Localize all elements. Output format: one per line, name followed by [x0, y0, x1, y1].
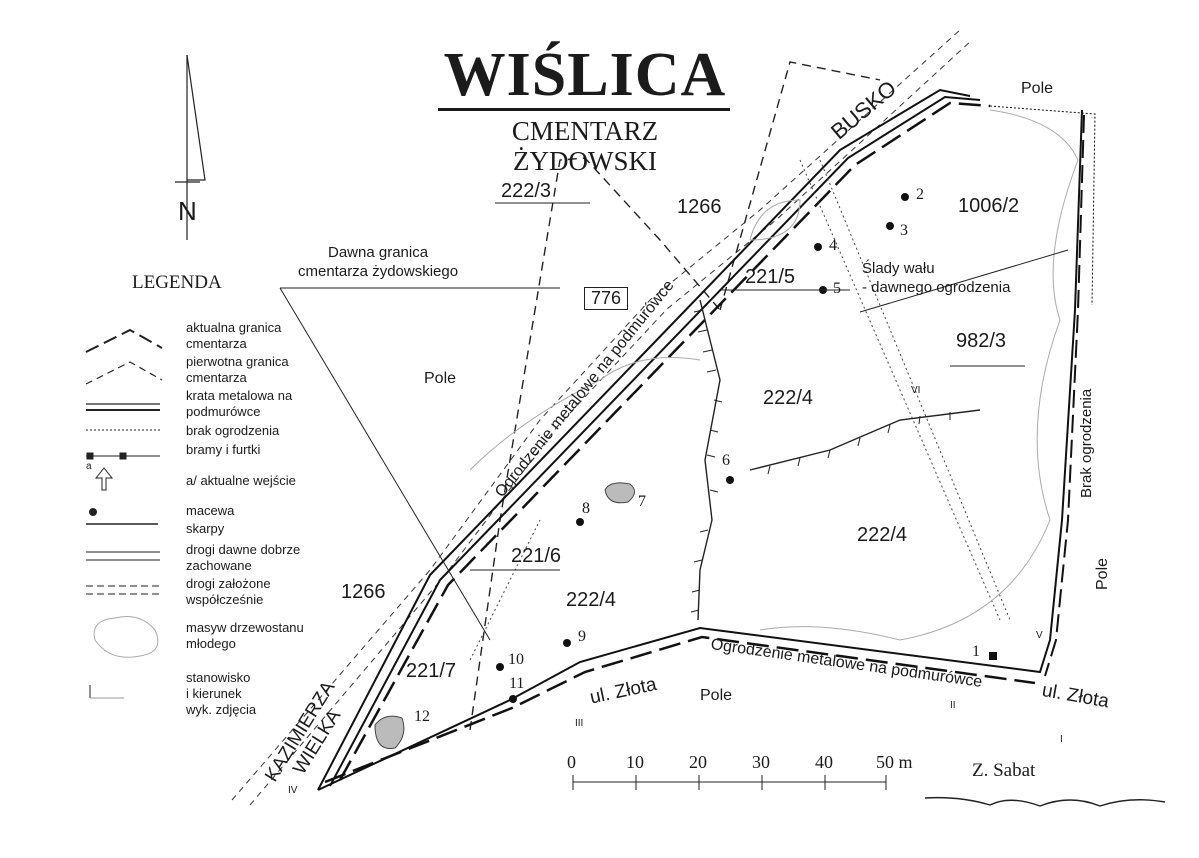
viewpoint-label: I: [1060, 734, 1063, 745]
parcel-label: 222/4: [566, 589, 617, 611]
map-subtitle: CMENTARZ ŻYDOWSKI: [511, 116, 659, 176]
author-signature: [924, 796, 1166, 807]
north-label: N: [178, 196, 197, 226]
matzevah-number: 11: [509, 675, 525, 692]
legend-item: aktualna granica cmentarza: [186, 320, 282, 351]
modern-paths: [469, 159, 1011, 661]
tree-masses: [469, 109, 1079, 641]
viewpoint-label: II: [950, 700, 956, 711]
legend-item: masyw drzewostanu młodego: [186, 620, 304, 651]
parcel-label: 1006/2: [958, 195, 1020, 217]
legend-item: krata metalowa na podmurówce: [186, 388, 293, 419]
pond-12: [374, 715, 405, 750]
scale-tick-label: 20: [689, 752, 707, 772]
matzevah-number: 10: [508, 651, 524, 668]
scale-tick-label: 30: [752, 752, 770, 772]
scale-tick-label: 40: [815, 752, 833, 772]
scale-bar: [572, 775, 887, 790]
viewpoint-label: III: [575, 718, 584, 729]
parcel-label: 222/4: [763, 387, 814, 409]
matzevah-number: 6: [722, 452, 730, 469]
map-title: WIŚLICA: [443, 41, 727, 109]
old-boundary-label: Dawna granica cmentarza żydowskiego: [298, 244, 459, 280]
legend-heading: LEGENDA: [132, 272, 222, 293]
matzevah-number: 7: [638, 493, 646, 510]
legend-symbols: [85, 328, 163, 699]
scale-tick-label: 10: [626, 752, 644, 772]
parcel-label: 221/5: [745, 266, 796, 288]
parcel-label: 776: [584, 287, 629, 310]
parcel-label: 221/6: [511, 545, 562, 567]
legend-item: bramy i furtki: [186, 442, 261, 457]
escarpments: [697, 299, 981, 621]
viewpoint-label: V: [1036, 630, 1043, 641]
legend-item: brak ogrodzenia: [186, 423, 280, 438]
original-boundary: [469, 61, 881, 731]
title-underline: [438, 108, 730, 111]
matzevah-number: 12: [414, 708, 430, 725]
matzevah-number: 5: [833, 280, 841, 297]
legend-item: drogi założone współcześnie: [186, 576, 271, 607]
field-label: Pole: [1094, 557, 1111, 590]
parcel-label: 1266: [677, 196, 722, 218]
matzevah-number: 4: [829, 237, 837, 254]
legend-item: a/ aktualne wejście: [186, 473, 296, 488]
escarpment-ticks: [690, 309, 951, 613]
pond-7: [604, 482, 635, 504]
legend-gate-marker: a: [86, 461, 92, 472]
road-busko: [231, 29, 973, 806]
parcel-label: 222/4: [857, 524, 908, 546]
legend-item: stanowisko i kierunek wyk. zdjęcia: [186, 670, 257, 717]
parcel-label: 222/3: [501, 180, 552, 202]
matzevah-dots: [496, 193, 997, 703]
north-arrow: [175, 54, 206, 240]
current-boundary: [317, 88, 1096, 791]
scale-tick-label: 50 m: [876, 752, 913, 772]
legend-item: macewa: [186, 503, 235, 518]
legend-item: skarpy: [186, 521, 225, 536]
field-label: Pole: [1021, 80, 1054, 97]
legend-item: drogi dawne dobrze zachowane: [186, 542, 301, 573]
field-label: Pole: [700, 687, 733, 704]
matzevah-number: 1: [972, 643, 980, 660]
matzevah-number: 9: [578, 628, 586, 645]
no-fence-label: Brak ogrodzenia: [1078, 388, 1095, 498]
author-label: Z. Sabat: [972, 760, 1036, 781]
annotation-arrows: [279, 202, 1069, 641]
matzevah-number: 8: [582, 500, 590, 517]
viewpoint-label: IV: [288, 785, 298, 796]
legend-item: pierwotna granica cmentarza: [186, 354, 289, 385]
parcel-label: 982/3: [956, 330, 1007, 352]
matzevah-number: 3: [900, 222, 908, 239]
parcel-label: 221/7: [406, 660, 457, 682]
scale-tick-label: 0: [567, 752, 576, 772]
rampart-label: Ślady wału - dawnego ogrodzenia: [862, 260, 1011, 296]
matzevah-number: 2: [916, 186, 924, 203]
viewpoint-label: VI: [911, 385, 921, 396]
field-label: Pole: [424, 370, 457, 387]
parcel-label: 1266: [341, 581, 386, 603]
